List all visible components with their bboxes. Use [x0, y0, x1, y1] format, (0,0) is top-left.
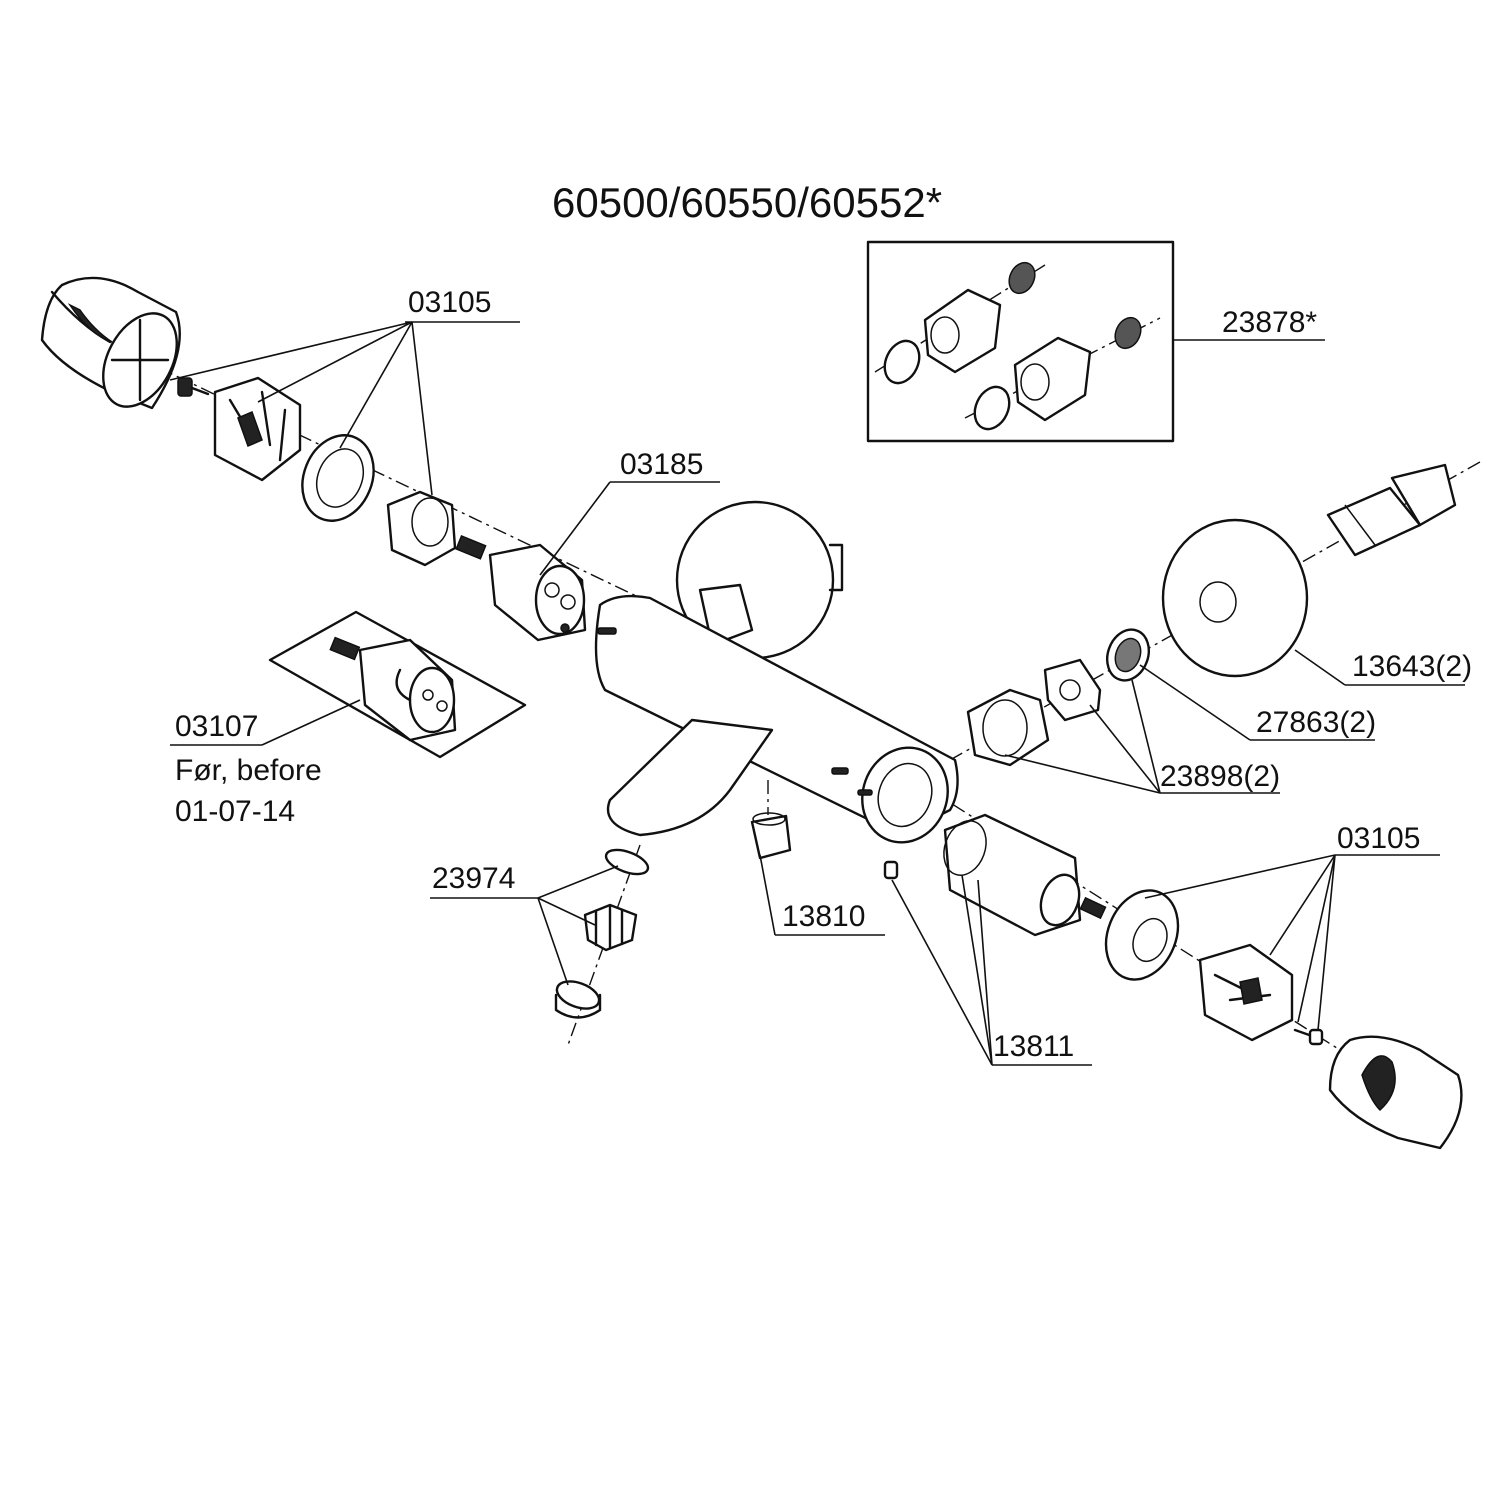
left-handle-screw	[177, 377, 210, 397]
label-connector-kit: 23878*	[1222, 306, 1318, 339]
right-handle-cap	[1328, 1035, 1463, 1150]
label-thermostat-cartridge: 13811	[993, 1030, 1075, 1063]
left-collar-ring	[301, 434, 375, 522]
filter-screen	[1106, 628, 1150, 682]
leader-lines	[169, 321, 1465, 1066]
right-handle-adapter	[1198, 943, 1294, 1042]
left-handle-adapter	[213, 376, 302, 482]
right-handle-screw	[1293, 1028, 1324, 1046]
label-spout-plug: 13810	[782, 900, 866, 933]
mixing-cartridge	[455, 535, 587, 642]
left-lock-nut	[386, 490, 457, 567]
valve-body	[594, 500, 959, 844]
label-filter: 27863(2)	[1256, 706, 1377, 739]
label-cartridge-old-note-1: Før, before	[175, 754, 322, 787]
label-aerator-set: 23974	[432, 862, 516, 895]
connector-kit-box	[866, 240, 1175, 443]
spout-plug	[750, 780, 792, 860]
aerator-axis	[567, 844, 641, 1046]
label-cartridge-old-note-2: 01-07-14	[175, 795, 296, 828]
label-handle-cartridge-left: 03105	[408, 286, 492, 319]
eccentric-connector	[1326, 463, 1457, 557]
aerator-set	[554, 848, 650, 1019]
label-cartridge-old: 03107	[175, 710, 259, 743]
diagram-title: 60500/60550/60552*	[552, 179, 943, 226]
label-union-set: 23898(2)	[1160, 760, 1281, 793]
label-cartridge: 03185	[620, 448, 704, 481]
wall-flange	[1161, 518, 1309, 678]
union-nut	[966, 688, 1050, 767]
right-collar-ring	[1104, 889, 1180, 981]
label-wall-flange: 13643(2)	[1352, 650, 1473, 683]
label-handle-cartridge-right: 03105	[1337, 822, 1421, 855]
union-fitting	[1043, 658, 1102, 722]
old-cartridge-box	[268, 610, 527, 759]
left-handle-cap	[40, 276, 181, 410]
thermostatic-cartridge	[883, 813, 1107, 937]
